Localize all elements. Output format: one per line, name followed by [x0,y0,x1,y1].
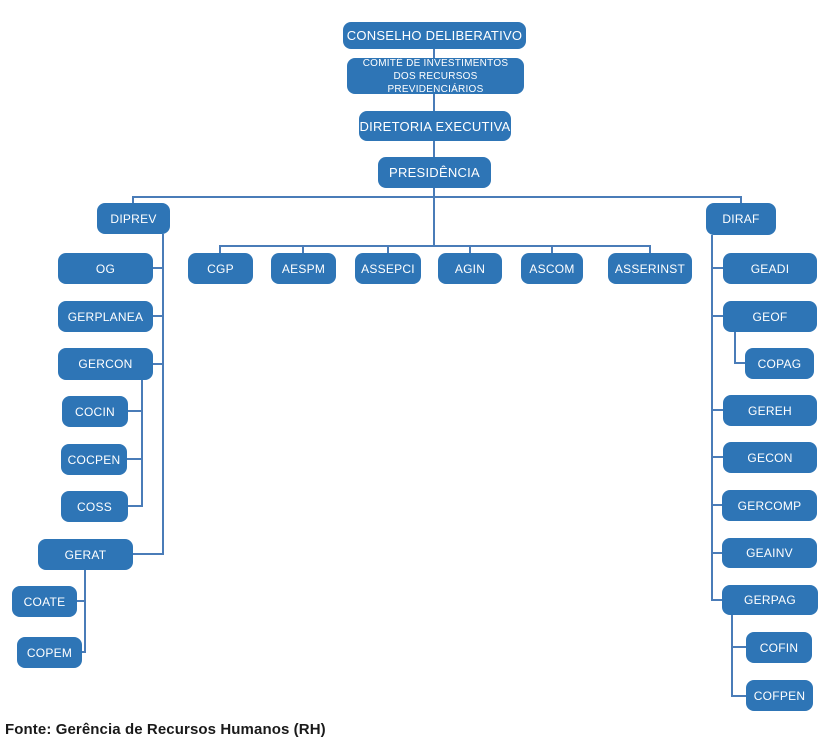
org-node-diprev: DIPREV [97,203,170,234]
org-node-cofpen: COFPEN [746,680,813,711]
connector-coate-stub [77,600,84,602]
connector-ascom-stub [551,245,553,253]
org-node-coate: COATE [12,586,77,617]
org-node-comite-investimentos: COMITÊ DE INVESTIMENTOS DOS RECURSOS PRE… [347,58,524,95]
org-node-coss: COSS [61,491,128,522]
connector-cofin-stub [731,646,746,648]
connector-spine-1 [433,49,435,58]
connector-geof-rail [734,332,736,364]
source-note: Fonte: Gerência de Recursos Humanos (RH) [5,721,326,738]
org-node-diraf: DIRAF [706,203,776,235]
connector-spine-2 [433,94,435,111]
connector-gerpag-stub [711,599,722,601]
connector-copem-stub [81,651,84,653]
org-node-diretoria-executiva: DIRETORIA EXECUTIVA [359,111,511,141]
connector-gercon-stub [153,363,162,365]
connector-assepci-stub [387,245,389,253]
connector-gecon-stub [711,456,723,458]
connector-geadi-stub [711,267,723,269]
connector-gerplanea-stub [153,315,162,317]
org-node-assepci: ASSEPCI [355,253,421,284]
connector-coss-stub [128,505,141,507]
connector-spine-3 [433,140,435,157]
org-node-copag: COPAG [745,348,814,379]
connector-main-horizontal [132,196,742,198]
org-node-copem: COPEM [17,637,82,668]
org-node-geainv: GEAINV [722,538,817,568]
org-node-gereh: GEREH [723,395,817,426]
connector-gerat-rail [84,570,86,653]
org-node-og: OG [58,253,153,284]
connector-cocpen-stub [127,458,141,460]
org-node-cgp: CGP [188,253,253,284]
org-node-geadi: GEADI [723,253,817,284]
connector-diraf-stub [740,196,742,204]
org-node-agin: AGIN [438,253,502,284]
connector-geof-stub [711,315,723,317]
org-node-gerplanea: GERPLANEA [58,301,153,332]
connector-gereh-stub [711,409,723,411]
org-node-aespm: AESPM [271,253,336,284]
org-node-gercon: GERCON [58,348,153,380]
org-node-gerat: GERAT [38,539,133,570]
connector-diprev-rail [162,234,164,555]
connector-gercomp-stub [711,504,722,506]
connector-spine-4 [433,188,435,247]
org-node-gerpag: GERPAG [722,585,818,615]
org-node-asserinst: ASSERINST [608,253,692,284]
connector-cocin-stub [128,410,141,412]
connector-cgp-stub [219,245,221,253]
connector-agin-stub [469,245,471,253]
org-node-geof: GEOF [723,301,817,332]
org-node-cocpen: COCPEN [61,444,127,475]
connector-geainv-stub [711,552,722,554]
connector-staff-rail [219,245,651,247]
connector-og-stub [153,267,162,269]
org-node-ascom: ASCOM [521,253,583,284]
connector-diprev-stub [132,196,134,204]
connector-gerat-stub [133,553,162,555]
org-node-gecon: GECON [723,442,817,473]
org-node-presidencia: PRESIDÊNCIA [378,157,491,188]
org-node-cofin: COFIN [746,632,812,663]
connector-diraf-rail [711,235,713,600]
org-node-cocin: COCIN [62,396,128,427]
connector-aespm-stub [302,245,304,253]
org-node-gercomp: GERCOMP [722,490,817,521]
org-node-conselho-deliberativo: CONSELHO DELIBERATIVO [343,22,526,49]
connector-copag-stub [734,362,745,364]
connector-gercon-rail [141,380,143,507]
connector-cofpen-stub [731,695,746,697]
connector-gerpag-rail [731,614,733,697]
connector-asserinst-stub [649,245,651,253]
